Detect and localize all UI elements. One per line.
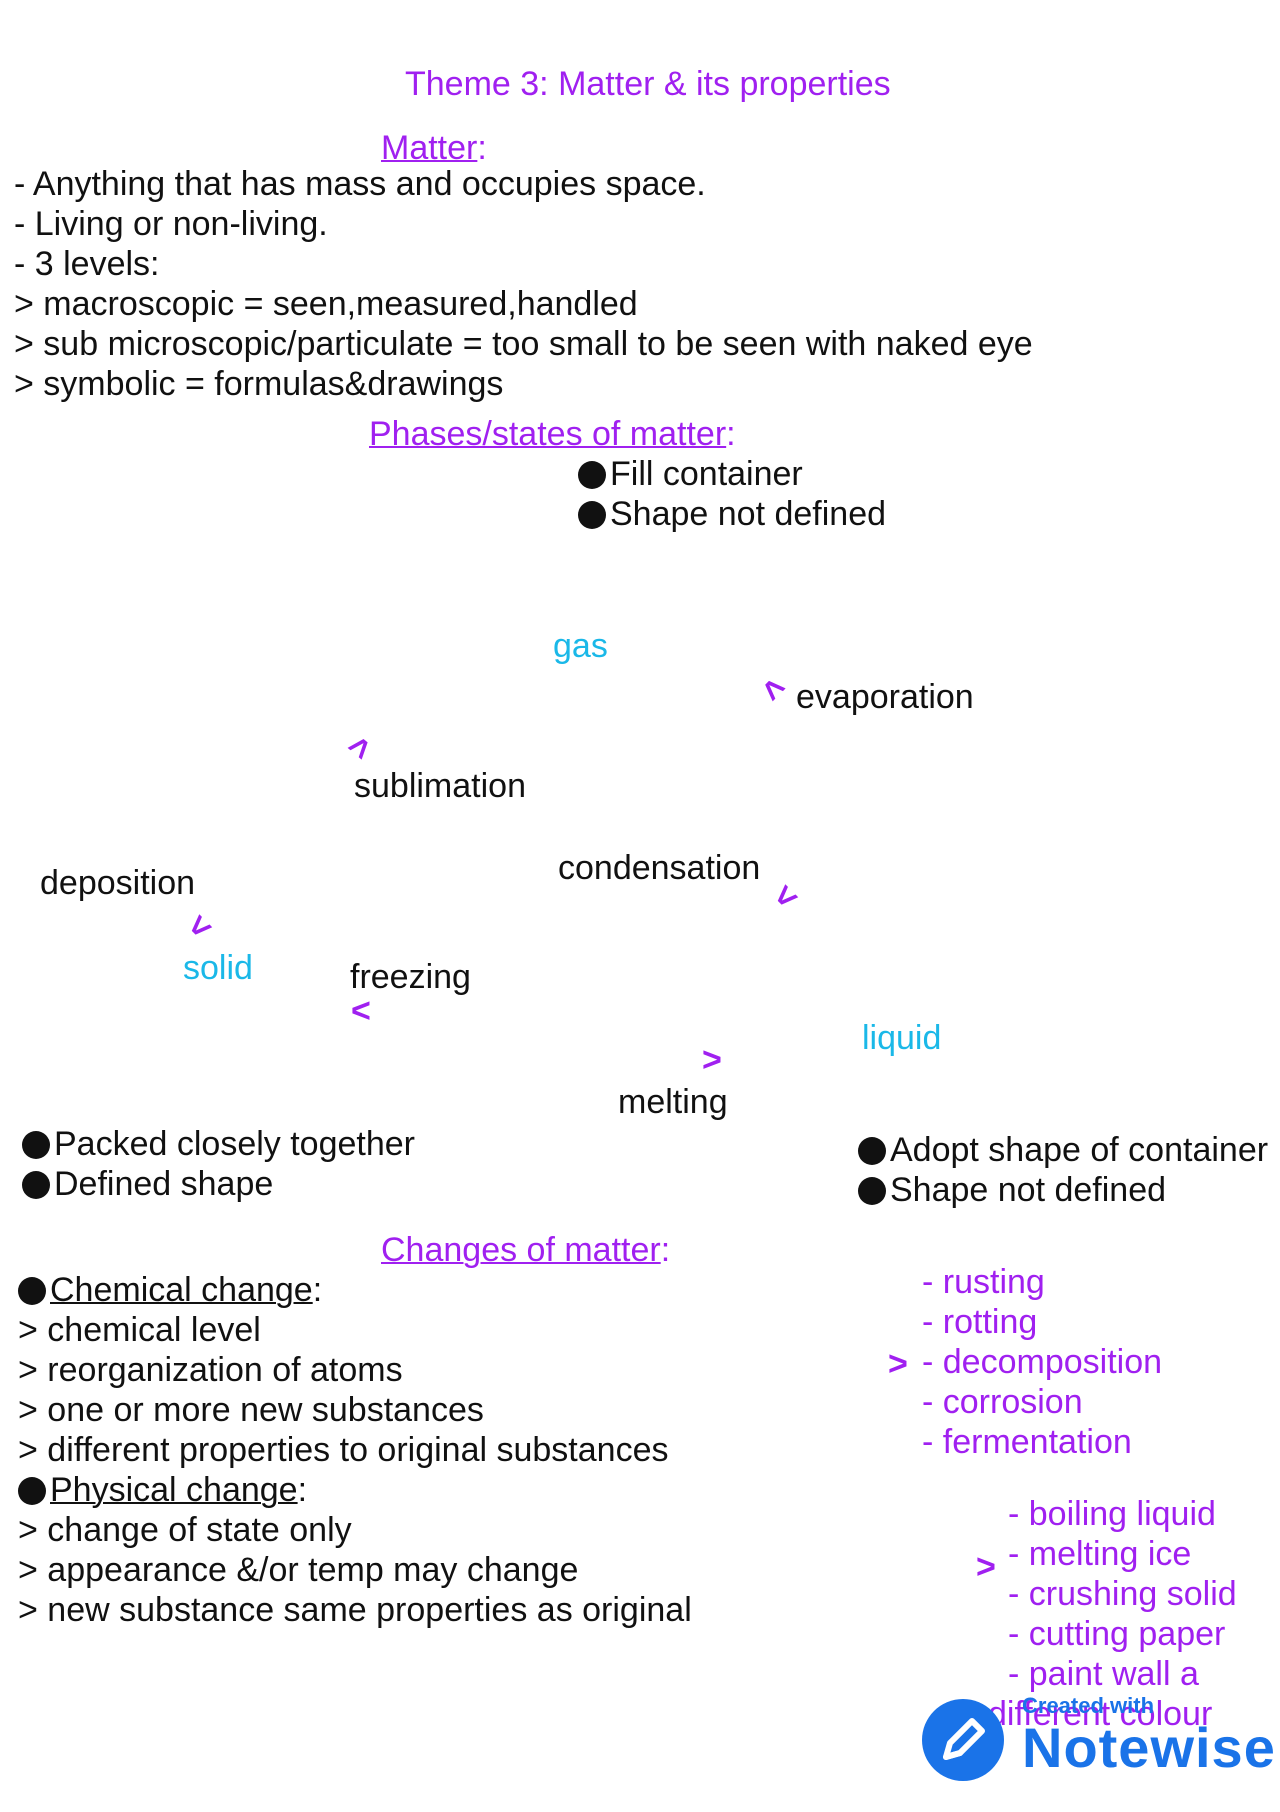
- arrow-sublimation-icon: <: [338, 727, 381, 767]
- bullet-icon: [18, 1477, 46, 1505]
- bullet-icon: [858, 1137, 886, 1165]
- melting-label: melting: [618, 1083, 728, 1121]
- page-title: Theme 3: Matter & its properties: [405, 65, 891, 103]
- physical-change-label: Physical change:: [18, 1470, 692, 1510]
- list-item: > macroscopic = seen,measured,handled: [14, 285, 638, 323]
- bullet-icon: [22, 1171, 50, 1199]
- phases-heading: Phases/states of matter:: [369, 415, 736, 453]
- changes-heading: Changes of matter:: [381, 1231, 671, 1269]
- matter-heading: Matter:: [381, 129, 487, 167]
- list-item: Packed closely together: [22, 1124, 415, 1164]
- condensation-label: condensation: [558, 849, 761, 887]
- list-item: Adopt shape of container: [858, 1130, 1268, 1170]
- arrow-evaporation-icon: <: [752, 668, 794, 710]
- state-gas-label: gas: [553, 627, 608, 665]
- bullet-icon: [578, 461, 606, 489]
- list-item: > symbolic = formulas&drawings: [14, 365, 504, 403]
- list-item: > change of state only: [18, 1511, 352, 1549]
- list-item: - Living or non-living.: [14, 205, 328, 243]
- list-item: - rotting: [922, 1303, 1038, 1341]
- list-item: > appearance &/or temp may change: [18, 1551, 579, 1589]
- list-item: Fill container: [578, 454, 886, 494]
- arrow-deposition-icon: <: [179, 906, 221, 948]
- arrow-condensation-icon: <: [765, 876, 807, 918]
- list-item: Shape not defined: [858, 1170, 1268, 1210]
- arrow-chemical-examples-icon: >: [888, 1345, 908, 1383]
- chemical-change-label: Chemical change:: [18, 1270, 692, 1310]
- list-item: > reorganization of atoms: [18, 1351, 403, 1389]
- bullet-icon: [22, 1131, 50, 1159]
- matter-definition-list: - Anything that has mass and occupies sp…: [14, 164, 1033, 404]
- notewise-logo: Created with Notewise: [922, 1693, 1275, 1787]
- evaporation-label: evaporation: [796, 678, 974, 716]
- logo-wordmark: Notewise: [1022, 1716, 1276, 1779]
- changes-list: Chemical change: > chemical level > reor…: [18, 1270, 692, 1630]
- logo-caption: Created with: [1022, 1693, 1155, 1718]
- list-item: - Anything that has mass and occupies sp…: [14, 165, 706, 203]
- state-solid-label: solid: [183, 949, 253, 987]
- list-item: - fermentation: [922, 1423, 1132, 1461]
- list-item: - 3 levels:: [14, 245, 160, 283]
- solid-properties: Packed closely together Defined shape: [22, 1124, 415, 1204]
- list-item: - boiling liquid: [1008, 1495, 1216, 1533]
- sublimation-label: sublimation: [354, 767, 526, 805]
- arrow-physical-examples-icon: >: [976, 1548, 996, 1586]
- bullet-icon: [858, 1177, 886, 1205]
- freezing-label: freezing: [350, 958, 471, 996]
- list-item: > new substance same properties as origi…: [18, 1591, 692, 1629]
- arrow-freezing-icon: <: [351, 992, 371, 1030]
- list-item: different colour: [988, 1695, 1213, 1733]
- list-item: - cutting paper: [1008, 1615, 1226, 1653]
- deposition-label: deposition: [40, 864, 196, 902]
- list-item: > different properties to original subst…: [18, 1431, 669, 1469]
- chemical-examples: - rusting - rotting - decomposition - co…: [922, 1262, 1162, 1462]
- list-item: > chemical level: [18, 1311, 261, 1349]
- state-liquid-label: liquid: [862, 1019, 942, 1057]
- bullet-icon: [578, 501, 606, 529]
- physical-examples: - boiling liquid - melting ice - crushin…: [988, 1494, 1237, 1734]
- list-item: > sub microscopic/particulate = too smal…: [14, 325, 1033, 363]
- liquid-properties: Adopt shape of container Shape not defin…: [858, 1130, 1268, 1210]
- list-item: Defined shape: [22, 1164, 415, 1204]
- list-item: - corrosion: [922, 1383, 1083, 1421]
- gas-properties: Fill container Shape not defined: [578, 454, 886, 534]
- list-item: - rusting: [922, 1263, 1045, 1301]
- arrow-melting-icon: >: [702, 1041, 722, 1079]
- list-item: > one or more new substances: [18, 1391, 484, 1429]
- list-item: - decomposition: [922, 1343, 1163, 1381]
- bullet-icon: [18, 1277, 46, 1305]
- list-item: - melting ice: [1008, 1535, 1192, 1573]
- list-item: - crushing solid: [1008, 1575, 1237, 1613]
- pencil-icon: [922, 1699, 1004, 1781]
- list-item: - paint wall a: [1008, 1655, 1199, 1693]
- list-item: Shape not defined: [578, 494, 886, 534]
